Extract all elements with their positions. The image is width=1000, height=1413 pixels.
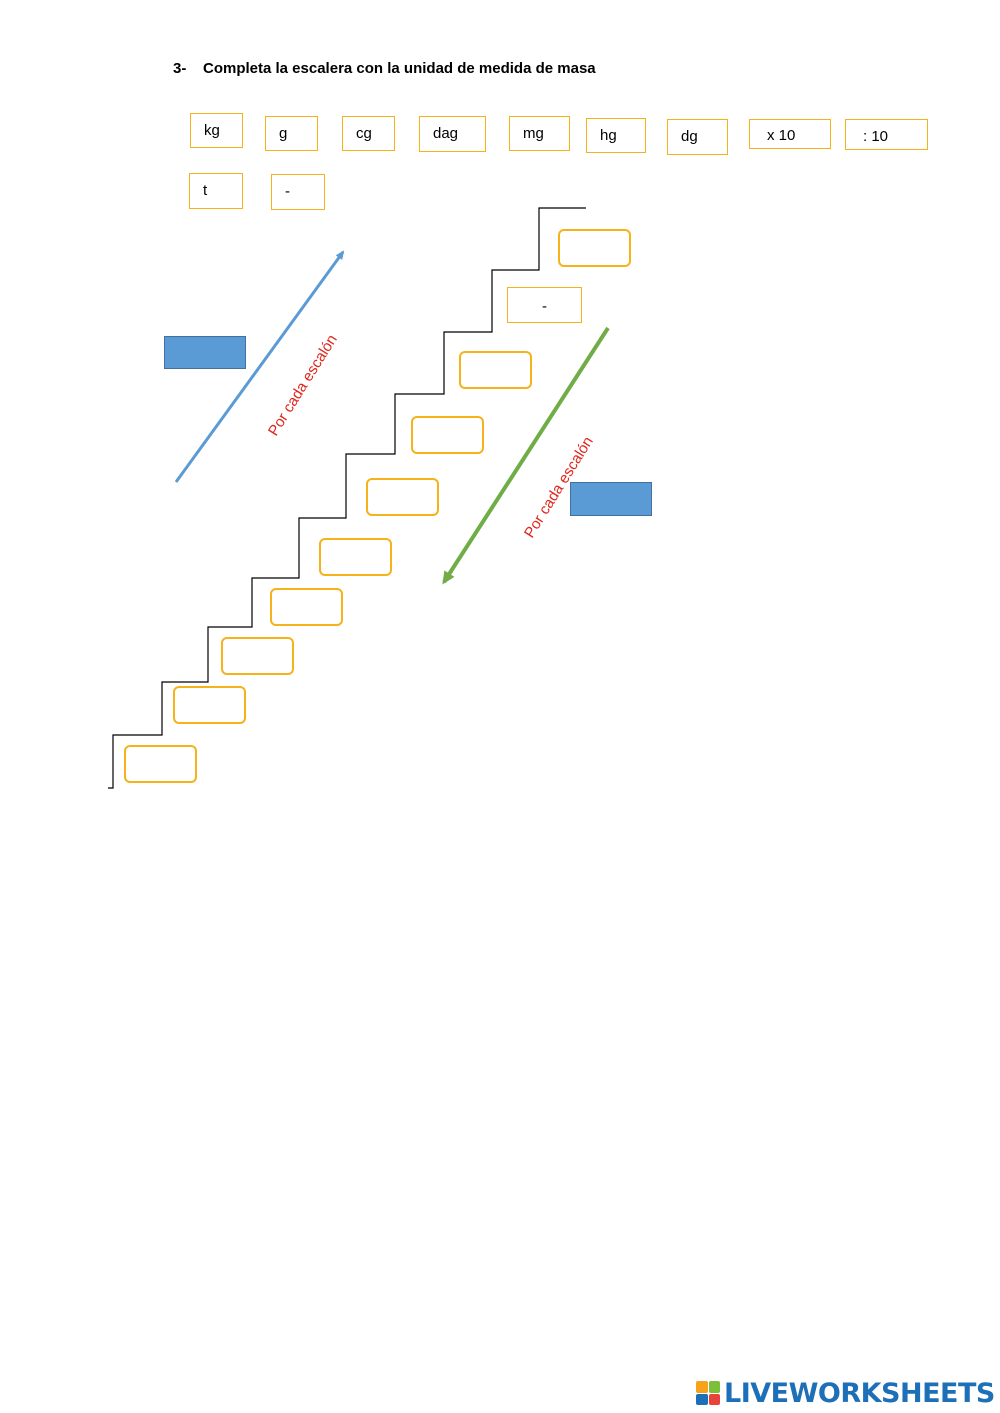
tile-mg[interactable]: mg: [509, 116, 570, 151]
tile-label: kg: [204, 122, 220, 139]
step-slot-1[interactable]: [124, 745, 197, 783]
step-slot-3[interactable]: [221, 637, 294, 675]
step-slot-5[interactable]: [319, 538, 392, 576]
up-operation-box[interactable]: [164, 336, 246, 369]
step-slot-top[interactable]: [558, 229, 631, 267]
tile-label: mg: [523, 125, 544, 142]
step-slot-prefilled[interactable]: -: [507, 287, 582, 323]
tile-label: t: [203, 182, 208, 199]
tile-dg[interactable]: dg: [667, 119, 728, 155]
step-slot-8[interactable]: [459, 351, 532, 389]
tile-dag[interactable]: dag: [419, 116, 486, 152]
tile-label: hg: [600, 127, 617, 144]
tile-label: dag: [433, 125, 459, 142]
step-slot-6[interactable]: [366, 478, 439, 516]
down-arrow: [442, 326, 610, 585]
tile-g[interactable]: g: [265, 116, 318, 151]
tile-label: g: [279, 125, 288, 142]
liveworksheets-icon: [696, 1381, 720, 1405]
exercise-instruction: Completa la escalera con la unidad de me…: [203, 60, 596, 77]
liveworksheets-logo: LIVEWORKSHEETS: [696, 1376, 995, 1410]
logo-text: LIVEWORKSHEETS: [724, 1377, 995, 1409]
tile-kg[interactable]: kg: [190, 113, 243, 148]
exercise-title: 3- Completa la escalera con la unidad de …: [173, 60, 596, 77]
staircase-outline: [108, 207, 586, 789]
tile-cg[interactable]: cg: [342, 116, 395, 151]
step-slot-4[interactable]: [270, 588, 343, 626]
exercise-number: 3-: [173, 60, 187, 77]
step-slot-7[interactable]: [411, 416, 484, 454]
tile-t[interactable]: t: [189, 173, 243, 209]
tile-label: dg: [681, 128, 698, 145]
down-operation-box[interactable]: [570, 482, 652, 516]
tile-divide-ten[interactable]: : 10: [845, 119, 928, 150]
tile-label: x 10: [767, 127, 796, 144]
tile-label: cg: [356, 125, 372, 142]
tile-label: -: [285, 183, 290, 200]
prefilled-label: -: [542, 298, 547, 315]
step-slot-2[interactable]: [173, 686, 246, 724]
up-arrow: [174, 250, 345, 483]
tile-times-ten[interactable]: x 10: [749, 119, 831, 149]
tile-dash[interactable]: -: [271, 174, 325, 210]
tile-label: : 10: [863, 128, 889, 145]
tile-hg[interactable]: hg: [586, 118, 646, 153]
